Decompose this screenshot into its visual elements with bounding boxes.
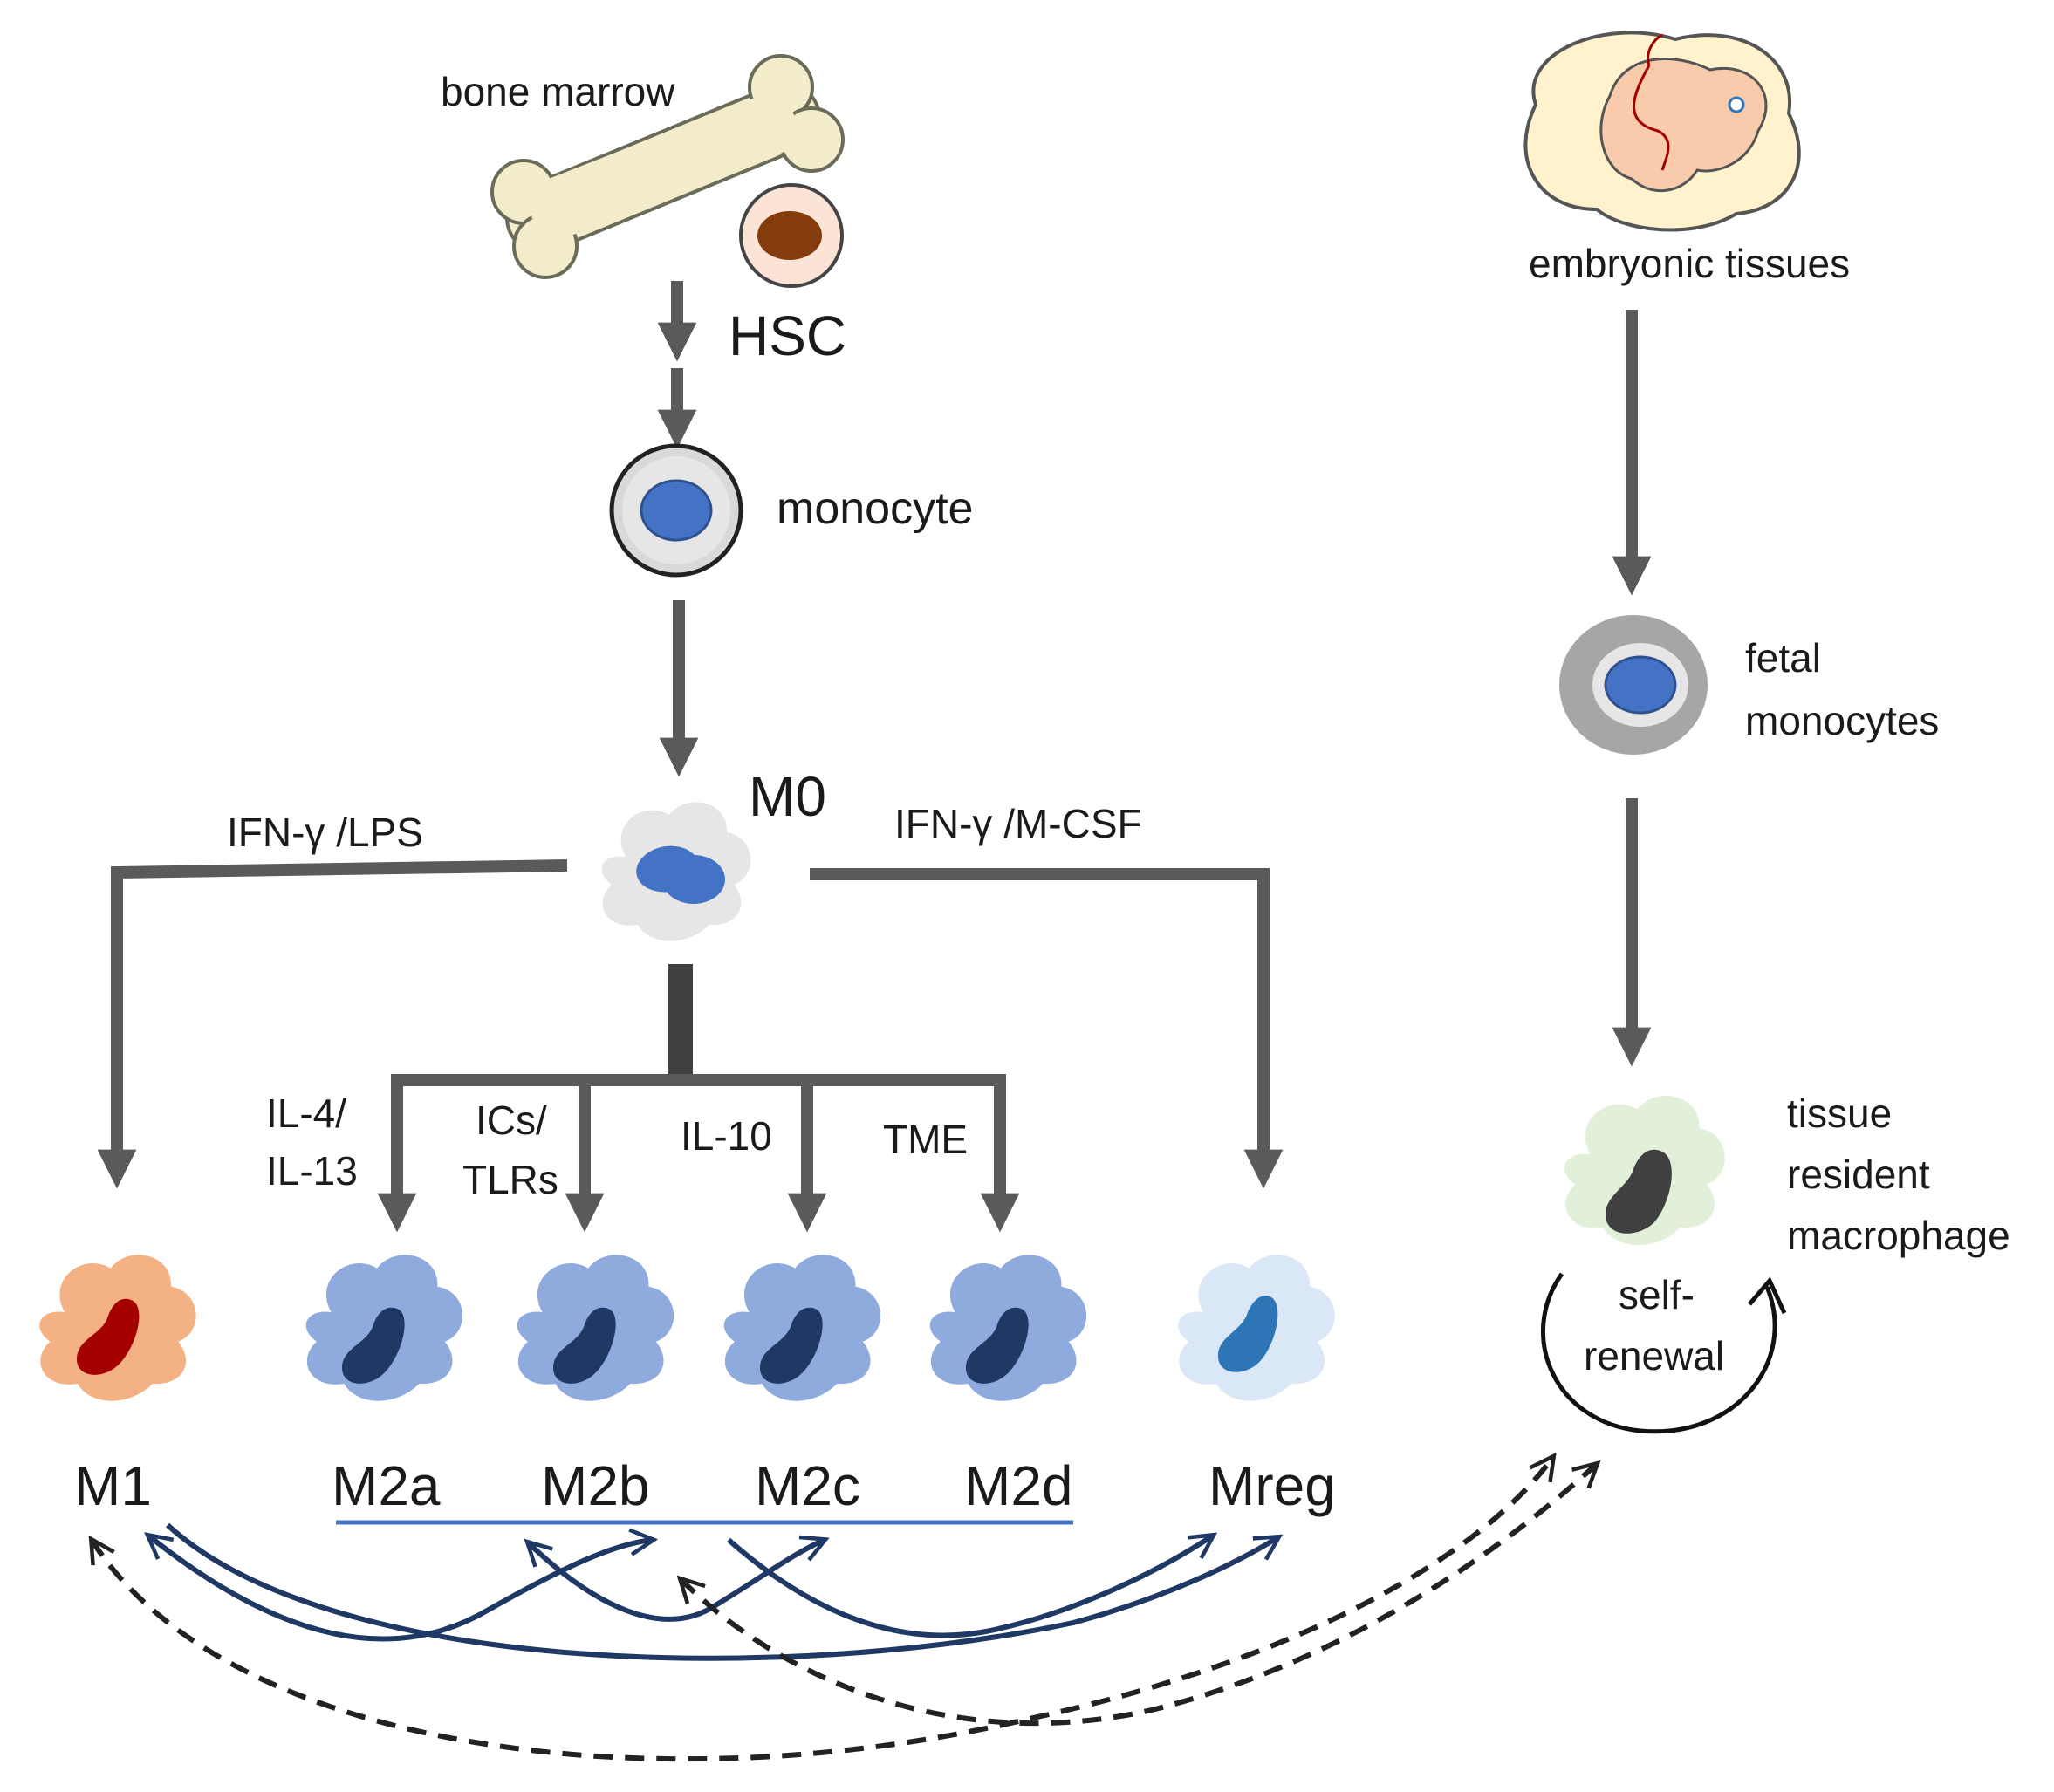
stimulus-m2b-line2: TLRs bbox=[462, 1157, 558, 1202]
fetal-monocyte-cell-icon bbox=[1559, 615, 1708, 755]
embryonic-tissues-label: embryonic tissues bbox=[1529, 241, 1850, 286]
monocyte-cell-icon bbox=[609, 443, 743, 578]
tissue-resident-macrophage-icon bbox=[1564, 1095, 1725, 1246]
m2a-label: M2a bbox=[332, 1454, 441, 1517]
m0-macrophage-icon bbox=[601, 802, 751, 941]
tissue-resident-label-line3: macrophage bbox=[1787, 1213, 2010, 1258]
tissue-resident-label-line2: resident bbox=[1787, 1152, 1930, 1197]
hsc-label: HSC bbox=[729, 304, 846, 367]
m2b-label: M2b bbox=[541, 1454, 650, 1517]
hsc-cell-icon bbox=[739, 183, 844, 288]
mreg-macrophage-icon bbox=[1178, 1255, 1335, 1401]
stimulus-m2a-line2: IL-13 bbox=[266, 1148, 358, 1194]
stimulus-m2d-label: TME bbox=[883, 1117, 968, 1162]
m2d-label: M2d bbox=[964, 1454, 1073, 1517]
m2a-macrophage-icon bbox=[305, 1255, 463, 1401]
arrow-m0-to-mreg bbox=[810, 868, 1284, 1189]
dashed-m1-to-tissue bbox=[92, 1457, 1553, 1762]
stimulus-m2c-label: IL-10 bbox=[681, 1113, 772, 1159]
arrow-m1-m2b bbox=[148, 1536, 653, 1642]
stimulus-m2a-line1: IL-4/ bbox=[266, 1091, 346, 1136]
m2d-macrophage-icon bbox=[929, 1255, 1087, 1401]
m0-label: M0 bbox=[749, 765, 826, 828]
m1-macrophage-icon bbox=[39, 1255, 196, 1401]
fetal-monocytes-label-line1: fetal bbox=[1745, 635, 1821, 681]
m2c-macrophage-icon bbox=[723, 1255, 881, 1401]
self-renewal-label-line2: renewal bbox=[1584, 1333, 1724, 1378]
bone-marrow-label: bone marrow bbox=[441, 69, 675, 114]
stimulus-m2b-line1: ICs/ bbox=[476, 1098, 547, 1143]
stimulus-m1-label: IFN-γ /LPS bbox=[227, 810, 423, 855]
embryo-icon bbox=[1523, 31, 1801, 232]
dashed-arrows bbox=[92, 1457, 1597, 1762]
mreg-label: Mreg bbox=[1208, 1454, 1336, 1517]
m2b-macrophage-icon bbox=[517, 1255, 674, 1401]
tissue-resident-label-line1: tissue bbox=[1787, 1091, 1892, 1136]
self-renewal-loop bbox=[1541, 1272, 1787, 1434]
interconversion-arrows bbox=[148, 1522, 1278, 1661]
arrow-m0-to-m1 bbox=[97, 859, 568, 1189]
bone-icon bbox=[490, 54, 845, 279]
stimulus-mreg-label: IFN-γ /M-CSF bbox=[894, 801, 1142, 846]
fetal-monocytes-label-line2: monocytes bbox=[1745, 698, 1939, 743]
monocyte-label: monocyte bbox=[777, 483, 973, 534]
self-renewal-label-line1: self- bbox=[1619, 1272, 1695, 1317]
dashed-m2c-to-tissue bbox=[681, 1464, 1597, 1727]
m1-label: M1 bbox=[74, 1454, 152, 1517]
m2c-label: M2c bbox=[755, 1454, 860, 1517]
